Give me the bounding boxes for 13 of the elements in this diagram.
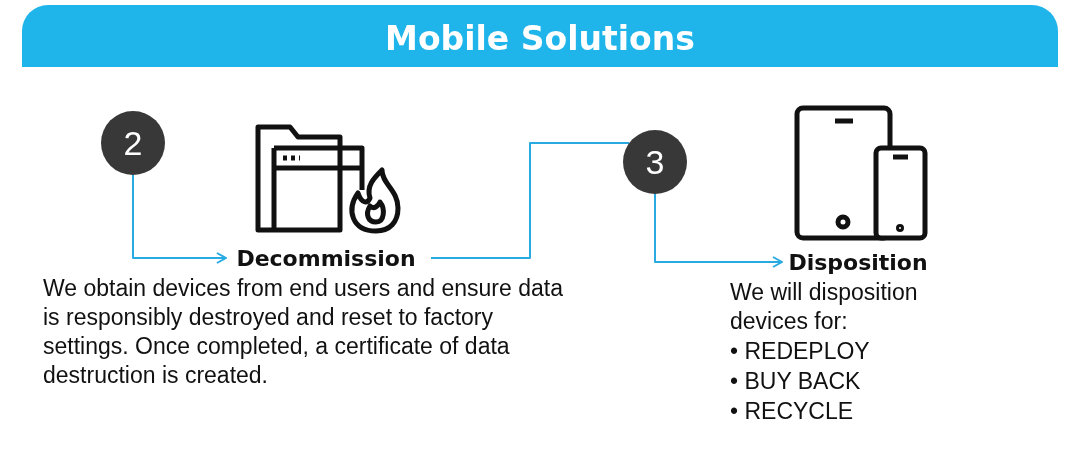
description-text: We obtain devices from end users and ensure data is responsibly destroyed and reset to factory settings. Once completed, a certificate of data destruction is created. [43,274,563,390]
step-heading: Disposition [784,248,932,276]
step-heading: Decommission [228,244,424,272]
list-item: • REDEPLOY [730,337,871,366]
description-text: We will disposition devices for: [730,278,919,336]
title-text: Mobile Solutions [384,19,696,58]
arrow [132,174,227,264]
list-item: • BUY BACK [730,367,862,396]
list-item: • RECYCLE [730,397,855,426]
step-number-circle: 2 [101,111,165,175]
step-number-circle: 3 [623,130,687,194]
connector-line [430,142,631,259]
arrow [654,193,783,268]
